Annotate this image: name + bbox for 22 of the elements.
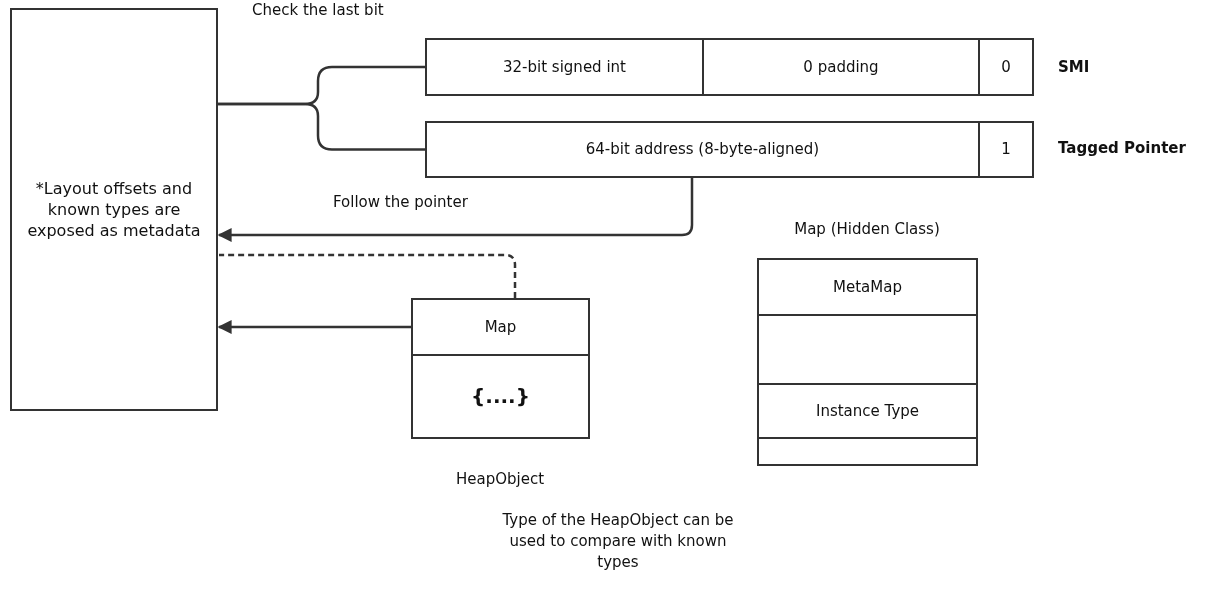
bit-cell: 1 [978, 121, 1034, 178]
arrow [217, 178, 694, 242]
field-cell: {....} [411, 354, 590, 439]
dashed-connector [219, 253, 517, 298]
field-cell: Instance Type [757, 383, 978, 439]
edge-label: Follow the pointer [333, 192, 468, 213]
arrow [217, 320, 411, 334]
field-cell: 32-bit signed int [425, 38, 704, 96]
field-cell: 0 padding [702, 38, 980, 96]
group-title: HeapObject [454, 469, 546, 490]
group-title: Map (Hidden Class) [793, 219, 941, 240]
field-cell: Map [411, 298, 590, 356]
type-label: SMI [1058, 57, 1090, 78]
bit-cell: 0 [978, 38, 1034, 96]
field-cell [757, 437, 978, 466]
field-cell: 64-bit address (8-byte-aligned) [425, 121, 980, 178]
type-label: Tagged Pointer [1058, 138, 1186, 159]
note-text: Type of the HeapObject can be used to compare with known types [501, 510, 735, 573]
field-cell [757, 314, 978, 385]
field-cell: MetaMap [757, 258, 978, 316]
metadata-box: *Layout offsets and known types are exposed as metadata [10, 8, 218, 411]
connector [218, 102, 425, 151]
